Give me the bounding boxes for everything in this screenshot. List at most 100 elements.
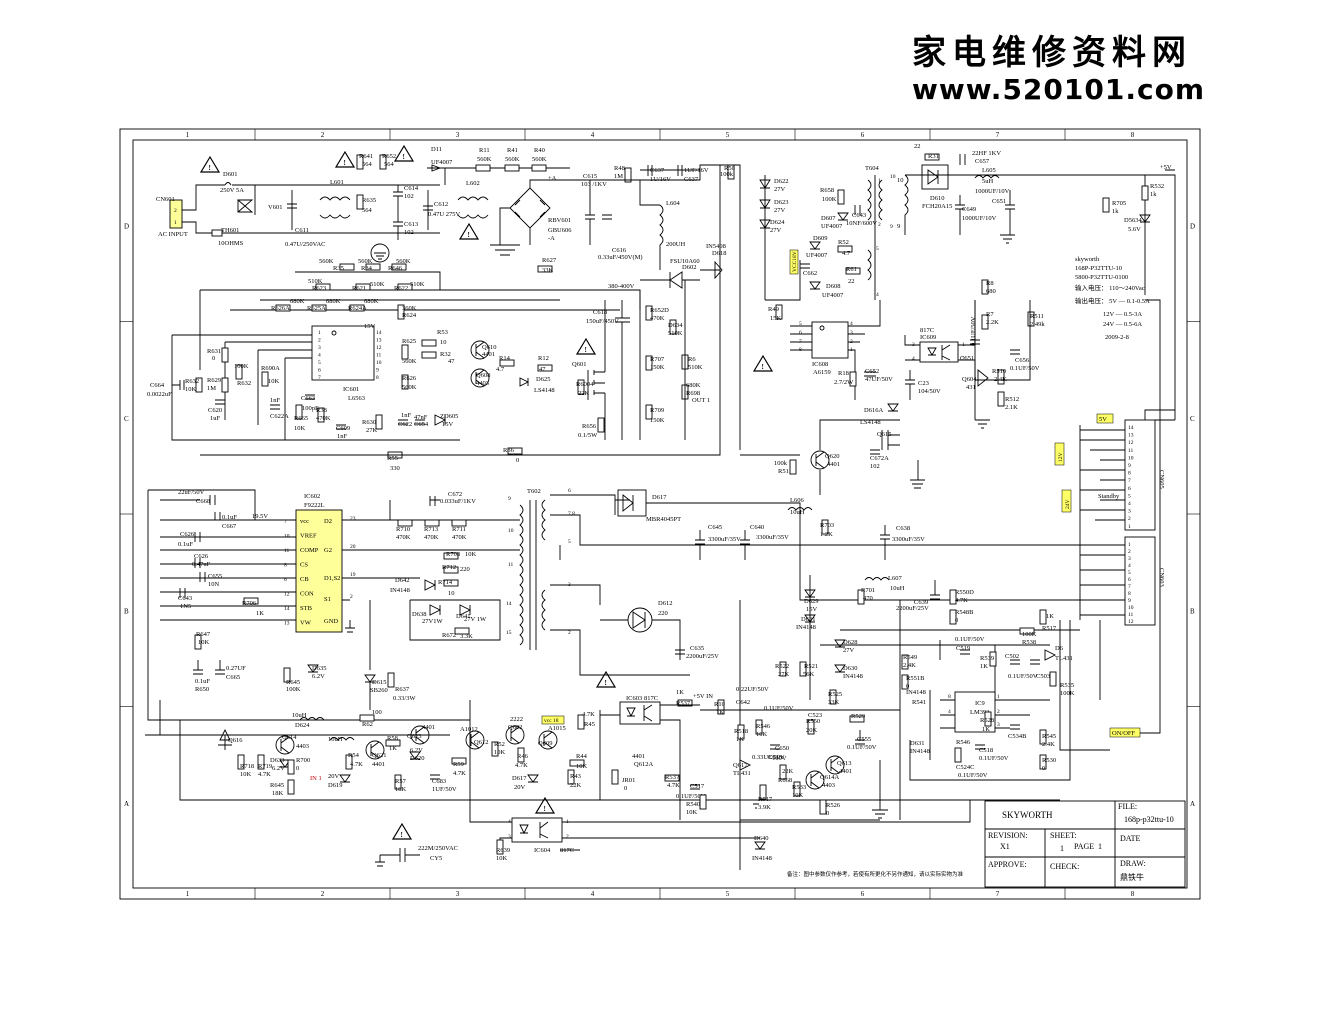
svg-text:IN4148: IN4148 xyxy=(390,587,410,594)
cn605-pin: 4 xyxy=(1128,501,1131,507)
sheet-value: 1 xyxy=(1060,844,1064,853)
svg-text:1UF/50V: 1UF/50V xyxy=(432,786,457,793)
title-block: SKYWORTH FILE: 168p-p32ttu-10 REVISION: … xyxy=(787,800,1186,888)
svg-text:4: 4 xyxy=(876,292,879,298)
svg-text:T602: T602 xyxy=(527,488,541,495)
warning-icon xyxy=(393,144,415,162)
svg-text:10K: 10K xyxy=(756,731,768,738)
ic602-pin-number: 11 xyxy=(284,548,290,554)
ic601-pin: 2 xyxy=(318,338,321,344)
svg-text:CY5: CY5 xyxy=(430,855,442,862)
ic602-pin-number: 7 xyxy=(284,519,287,525)
svg-text:4: 4 xyxy=(948,709,951,715)
svg-text:C649: C649 xyxy=(962,206,976,213)
svg-text:D616A: D616A xyxy=(864,407,883,414)
svg-text:R31: R31 xyxy=(928,153,939,160)
svg-text:3.9K: 3.9K xyxy=(758,804,771,811)
svg-text:4.7K: 4.7K xyxy=(515,762,528,769)
svg-text:10K: 10K xyxy=(465,551,477,558)
svg-text:Q614: Q614 xyxy=(282,734,297,741)
approve-label: APPROVE: xyxy=(988,860,1027,869)
svg-text:R709: R709 xyxy=(650,407,664,414)
svg-text:Standby: Standby xyxy=(1098,493,1120,500)
warning-icon xyxy=(391,822,413,840)
cn605-pin: 6 xyxy=(1128,486,1131,492)
svg-text:R510: R510 xyxy=(992,368,1006,375)
ic602-pin-name: D2 xyxy=(324,518,332,525)
grid-col-label: 5 xyxy=(726,890,730,898)
svg-text:R517: R517 xyxy=(758,796,773,803)
svg-text:56K: 56K xyxy=(803,671,815,678)
ic602-pin-name: VREF xyxy=(300,533,317,540)
d601-value: 250V 5A xyxy=(220,187,244,194)
svg-text:R18: R18 xyxy=(838,370,849,377)
svg-text:C626: C626 xyxy=(194,553,209,560)
svg-text:2009-2-8: 2009-2-8 xyxy=(1105,334,1129,341)
svg-text:5: 5 xyxy=(568,539,571,545)
svg-text:19.5V: 19.5V xyxy=(252,513,268,520)
ic601-pin: 4 xyxy=(318,353,321,359)
svg-text:22K: 22K xyxy=(782,768,794,775)
svg-text:R35: R35 xyxy=(333,265,344,272)
cn605-label: CN605 xyxy=(1158,470,1165,489)
svg-text:15: 15 xyxy=(506,630,512,636)
grid-col-label: 4 xyxy=(591,131,595,139)
svg-text:C672A: C672A xyxy=(870,455,889,462)
ic602-pin-name: D1,S2 xyxy=(324,575,340,582)
cn605-pin: 3 xyxy=(1128,509,1131,515)
svg-text:R637: R637 xyxy=(395,686,410,693)
svg-text:19: 19 xyxy=(350,572,356,578)
svg-text:2: 2 xyxy=(878,222,881,228)
svg-text:1nF: 1nF xyxy=(337,433,348,440)
svg-text:Q621: Q621 xyxy=(372,752,386,759)
svg-text:R625: R625 xyxy=(402,338,416,345)
ic601-pin: 11 xyxy=(376,353,382,359)
svg-text:222M/250VAC: 222M/250VAC xyxy=(418,845,458,852)
svg-text:102: 102 xyxy=(870,463,880,470)
svg-text:C667: C667 xyxy=(222,523,237,530)
svg-text:C665: C665 xyxy=(226,674,240,681)
svg-text:0.033uF/1KV: 0.033uF/1KV xyxy=(440,498,476,505)
svg-text:0.1UF/50V: 0.1UF/50V xyxy=(1008,673,1038,680)
svg-text:3: 3 xyxy=(508,834,511,840)
grid-row-label: D xyxy=(124,222,129,230)
svg-text:IN4148: IN4148 xyxy=(906,689,926,696)
page-value: 1 xyxy=(1098,842,1102,851)
svg-text:D631: D631 xyxy=(910,740,924,747)
svg-text:D607: D607 xyxy=(821,215,836,222)
cn603-pin: 8 xyxy=(1128,591,1131,597)
svg-text:D615: D615 xyxy=(372,679,386,686)
cn605-pin: 9 xyxy=(1128,463,1131,469)
svg-text:D635: D635 xyxy=(312,665,326,672)
svg-text:R54: R54 xyxy=(348,752,360,759)
svg-text:0.1UF/50V: 0.1UF/50V xyxy=(955,636,985,643)
svg-text:Q616: Q616 xyxy=(228,737,243,744)
svg-text:R526: R526 xyxy=(826,802,841,809)
svg-text:R46: R46 xyxy=(517,753,529,760)
svg-text:Q620: Q620 xyxy=(825,453,839,460)
ic602-pin-name: S1 xyxy=(324,596,331,603)
svg-text:Q613: Q613 xyxy=(837,760,851,767)
svg-text:0: 0 xyxy=(1042,765,1045,772)
svg-text:C523: C523 xyxy=(808,712,822,719)
svg-text:100K: 100K xyxy=(286,686,301,693)
svg-text:D624: D624 xyxy=(295,722,310,729)
svg-text:LS4148: LS4148 xyxy=(534,387,555,394)
svg-text:R61: R61 xyxy=(846,266,857,273)
svg-text:R713: R713 xyxy=(424,526,438,533)
svg-text:R34: R34 xyxy=(361,265,373,272)
svg-text:0: 0 xyxy=(826,810,829,817)
svg-text:D617: D617 xyxy=(512,775,527,782)
svg-text:L606: L606 xyxy=(790,497,804,504)
svg-text:10K: 10K xyxy=(686,809,698,816)
svg-text:10K: 10K xyxy=(240,771,252,778)
svg-text:R622: R622 xyxy=(394,285,408,292)
warning-icon xyxy=(334,150,356,168)
warning-icon xyxy=(752,354,774,372)
ic602-chip xyxy=(295,509,343,633)
svg-text:220: 220 xyxy=(658,610,668,617)
svg-text:R8: R8 xyxy=(986,280,994,287)
svg-text:R535: R535 xyxy=(1060,682,1074,689)
svg-text:1U/16V: 1U/16V xyxy=(650,176,671,183)
